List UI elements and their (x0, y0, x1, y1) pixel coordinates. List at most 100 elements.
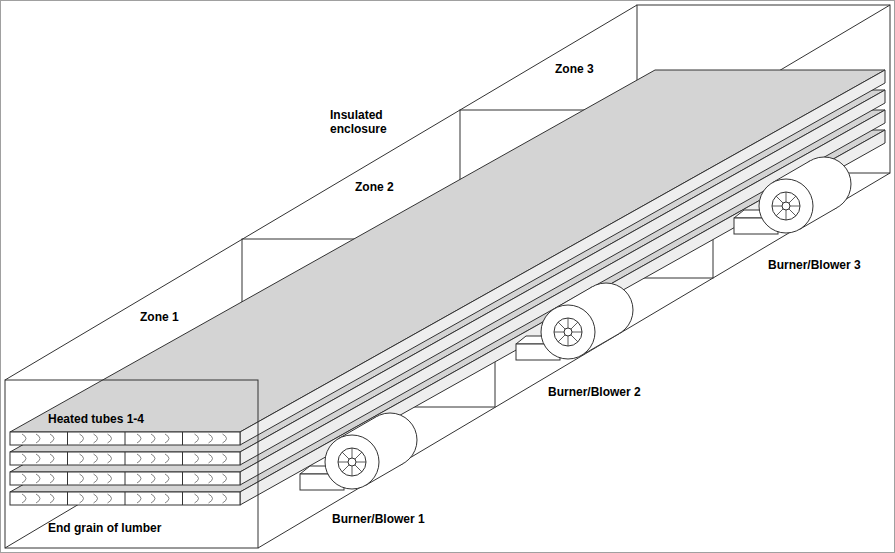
enclosure-label: Insulated enclosure (330, 108, 402, 136)
fan-blade (342, 452, 349, 459)
blower-label: Burner/Blower 2 (548, 385, 641, 399)
heated-tubes (10, 70, 885, 505)
growth-ring (108, 454, 112, 463)
growth-ring (94, 454, 98, 463)
blower-housing-front (541, 305, 595, 359)
fan-hub (348, 458, 356, 466)
burner-blower (734, 157, 851, 234)
fan-blade (572, 332, 582, 333)
growth-ring (165, 494, 169, 503)
fan-blade (790, 206, 800, 207)
fan-blade (558, 322, 565, 329)
tube-label: Heated tubes 1-4 (48, 412, 144, 426)
fan-blade (571, 322, 578, 329)
board-joint (67, 432, 68, 445)
tube-side-face (240, 70, 885, 445)
fan-blade (789, 209, 796, 216)
growth-ring (137, 454, 141, 463)
fan-blade (776, 209, 783, 216)
fan-blade (352, 466, 353, 476)
growth-ring (209, 434, 213, 443)
fan-blade (772, 206, 782, 207)
growth-ring (22, 434, 26, 443)
growth-ring (195, 454, 199, 463)
growth-ring (80, 434, 84, 443)
growth-ring (151, 434, 155, 443)
fan-blade (786, 192, 787, 202)
fan-blade (554, 332, 564, 333)
fan-blade (558, 335, 565, 342)
board-joint (182, 472, 183, 485)
blower-label: Burner/Blower 3 (768, 258, 861, 272)
growth-ring (223, 474, 227, 483)
fan-blade (568, 336, 569, 346)
fan-blade (776, 196, 783, 203)
growth-ring (209, 454, 213, 463)
growth-ring (108, 494, 112, 503)
burner-blowers (300, 157, 851, 490)
board-joint (182, 432, 183, 445)
burner-blower (300, 413, 417, 490)
lumber-end-grain (10, 472, 240, 485)
growth-ring (22, 474, 26, 483)
fan-blade (571, 335, 578, 342)
fan-blade (786, 210, 787, 220)
zone-label: Zone 1 (140, 310, 179, 324)
heated-tube (10, 70, 885, 445)
growth-ring (108, 434, 112, 443)
growth-ring (137, 494, 141, 503)
growth-ring (22, 454, 26, 463)
board-joint (125, 432, 126, 445)
growth-ring (80, 454, 84, 463)
board-joint (125, 452, 126, 465)
fan-blade (789, 196, 796, 203)
growth-ring (22, 494, 26, 503)
fan-blade (342, 465, 349, 472)
fan-wheel (554, 318, 582, 346)
board-joint (67, 492, 68, 505)
growth-ring (223, 454, 227, 463)
growth-ring (151, 494, 155, 503)
growth-ring (195, 494, 199, 503)
fan-blade (338, 462, 348, 463)
board-joint (67, 452, 68, 465)
burner-blower (516, 283, 633, 360)
fan-blade (568, 318, 569, 328)
growth-ring (36, 434, 40, 443)
enclosure-front-end (5, 380, 258, 548)
growth-ring (223, 494, 227, 503)
growth-ring (94, 494, 98, 503)
board-joint (125, 472, 126, 485)
growth-ring (50, 494, 54, 503)
growth-ring (137, 434, 141, 443)
lumber-label: End grain of lumber (48, 521, 161, 535)
lumber-end-grain (10, 492, 240, 505)
lumber-end-grain (10, 452, 240, 465)
growth-ring (50, 474, 54, 483)
growth-ring (151, 474, 155, 483)
fan-blade (356, 462, 366, 463)
blower-label: Burner/Blower 1 (332, 512, 425, 526)
growth-ring (223, 434, 227, 443)
fan-blade (355, 452, 362, 459)
growth-ring (137, 474, 141, 483)
insulated-enclosure (5, 5, 890, 548)
board-joint (125, 492, 126, 505)
blower-housing-front (759, 179, 813, 233)
fan-hub (564, 328, 572, 336)
growth-ring (165, 434, 169, 443)
fan-wheel (772, 192, 800, 220)
growth-ring (108, 474, 112, 483)
board-joint (182, 452, 183, 465)
growth-ring (36, 474, 40, 483)
growth-ring (36, 454, 40, 463)
fan-blade (355, 465, 362, 472)
growth-ring (209, 474, 213, 483)
board-joint (182, 492, 183, 505)
growth-ring (80, 474, 84, 483)
growth-ring (94, 474, 98, 483)
growth-ring (165, 454, 169, 463)
growth-ring (36, 494, 40, 503)
